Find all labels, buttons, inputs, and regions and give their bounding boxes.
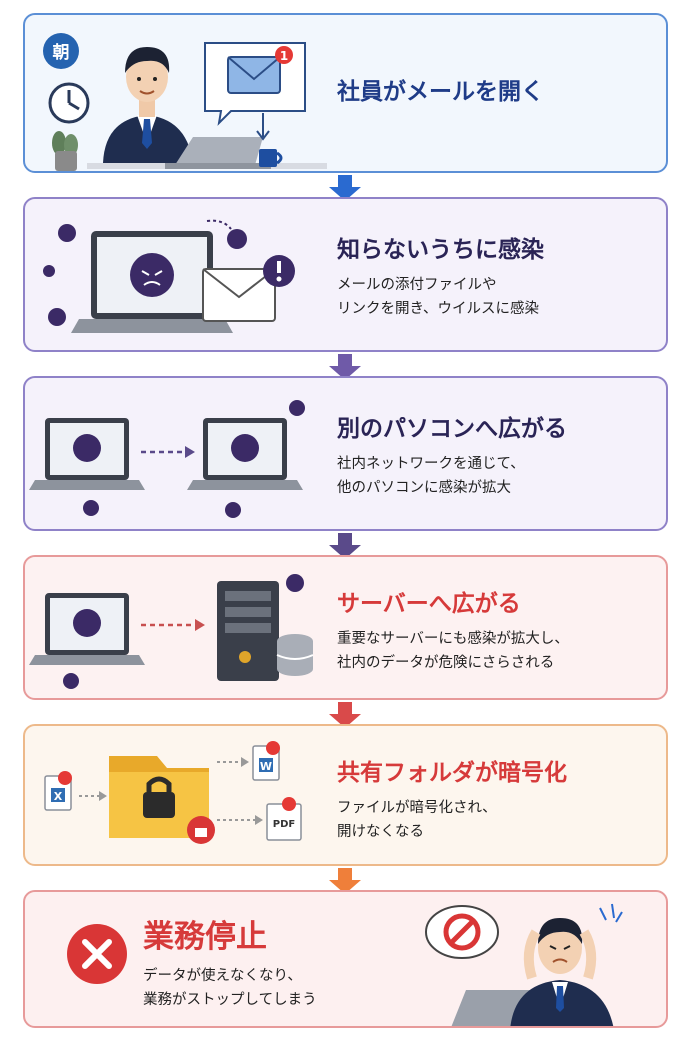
infection-illustration [43,219,295,333]
laptop-icon [451,990,530,1026]
step-description: 重要なサーバーにも感染が拡大し、 社内のデータが危険にさらされる [337,627,652,675]
stress-lines [599,903,623,923]
step-card-spread-pc: 別のパソコンへ広がる 社内ネットワークを通じて、 他のパソコンに感染が拡大 [23,376,668,531]
notification-badge [275,46,293,64]
step-description: 社内ネットワークを通じて、 他のパソコンに感染が拡大 [337,452,652,500]
pdf-file-locked-icon: PDF [266,797,302,841]
server-icon [217,581,279,681]
step-card-spread-server: サーバーへ広がる 重要なサーバーにも感染が拡大し、 社内のデータが危険にさらされ… [23,555,668,700]
laptop-icon [165,137,271,169]
arrow-shape [329,175,361,201]
flow-arrow-5 [329,868,361,894]
description-line: 社内ネットワークを通じて、 [337,456,525,472]
employee-avatar [103,47,193,163]
arrow-shape [329,533,361,559]
morning-illustration: 朝 [43,33,327,171]
infected-laptop-icon [29,593,145,665]
step-title: 社員がメールを開く [337,79,544,105]
flow-arrow-1 [329,175,361,201]
no-entry-bubble-icon [425,905,499,959]
virus-icon [48,308,66,326]
virus-icon [63,673,79,689]
mug-icon [259,149,283,167]
padlock-icon [143,792,175,818]
excel-file-locked-icon: X [44,771,72,811]
step-text: 業務停止 データが使えなくなり、 業務がストップしてしまう [143,918,317,1012]
shared-folder-icon [109,756,215,844]
virus-icon [225,502,241,518]
step-title: 知らないうちに感染 [337,237,544,263]
worried-employee-avatar [510,918,614,1026]
arrow-shape [329,702,361,728]
step-text: 共有フォルダが暗号化 ファイルが暗号化され、 開けなくなる [337,758,652,844]
svg-text:W: W [260,760,272,773]
plant-icon [52,131,78,171]
step-text: 別のパソコンへ広がる 社内ネットワークを通じて、 他のパソコンに感染が拡大 [337,414,652,500]
arrow-shape [329,868,361,894]
database-icon [276,634,314,676]
step-text: サーバーへ広がる 重要なサーバーにも感染が拡大し、 社内のデータが危険にさらされ… [337,589,652,675]
virus-icon [73,434,101,462]
step-description: ファイルが暗号化され、 開けなくなる [337,796,652,844]
virus-icon [83,500,99,516]
description-line: データが使えなくなり、 [143,968,302,984]
virus-icon [130,253,174,297]
warning-email-icon [202,255,295,322]
infected-laptop-icon [29,418,145,490]
step-card-morning: 朝 [23,13,668,173]
step-title: サーバーへ広がる [337,591,521,617]
step-title: 業務停止 [143,919,267,955]
step-text: 知らないうちに感染 メールの添付ファイルや リンクを開き、ウイルスに感染 [337,235,652,321]
flow-arrow-3 [329,533,361,559]
virus-icon [43,265,55,277]
clock-icon [48,82,90,124]
word-file-locked-icon: W [252,741,280,781]
virus-icon [58,224,76,242]
step-card-halt: 業務停止 データが使えなくなり、 業務がストップしてしまう [23,890,668,1028]
flow-arrow-4 [329,702,361,728]
flow-arrow-2 [329,354,361,380]
description-line: メールの添付ファイルや [337,277,497,293]
spread-server-illustration [29,574,314,689]
description-line: 開けなくなる [337,824,424,840]
virus-icon [231,434,259,462]
worried-employee-illustration [425,903,623,1026]
svg-text:PDF: PDF [273,819,295,830]
infected-laptop-icon [187,418,303,490]
step-description: メールの添付ファイルや リンクを開き、ウイルスに感染 [337,273,652,321]
infected-laptop-icon [71,231,233,333]
description-line: 社内のデータが危険にさらされる [337,655,555,671]
step-card-encrypted: X W [23,724,668,866]
morning-badge-label: 朝 [53,42,70,63]
description-line: 重要なサーバーにも感染が拡大し、 [337,631,569,647]
virus-icon [286,574,304,592]
step-title: 別のパソコンへ広がる [337,416,567,442]
description-line: リンクを開き、ウイルスに感染 [337,301,539,317]
speech-bubble-email-icon: 1 [204,42,306,141]
arrow-shape [329,354,361,380]
spread-pc-illustration [29,400,305,518]
virus-icon [73,609,101,637]
step-text: 社員がメールを開く [337,77,652,107]
step-card-infection: 知らないうちに感染 メールの添付ファイルや リンクを開き、ウイルスに感染 [23,197,668,352]
virus-icon [289,400,305,416]
step-description: データが使えなくなり、 業務がストップしてしまう [143,964,317,1012]
description-line: ファイルが暗号化され、 [337,800,497,816]
error-illustration [67,924,127,984]
step-title: 共有フォルダが暗号化 [337,760,567,786]
svg-text:1: 1 [280,49,288,63]
description-line: 他のパソコンに感染が拡大 [337,480,511,496]
svg-text:X: X [54,790,63,803]
virus-icon [227,229,247,249]
description-line: 業務がストップしてしまう [143,992,317,1008]
encrypted-illustration: X W [44,741,302,844]
morning-badge [43,33,79,69]
